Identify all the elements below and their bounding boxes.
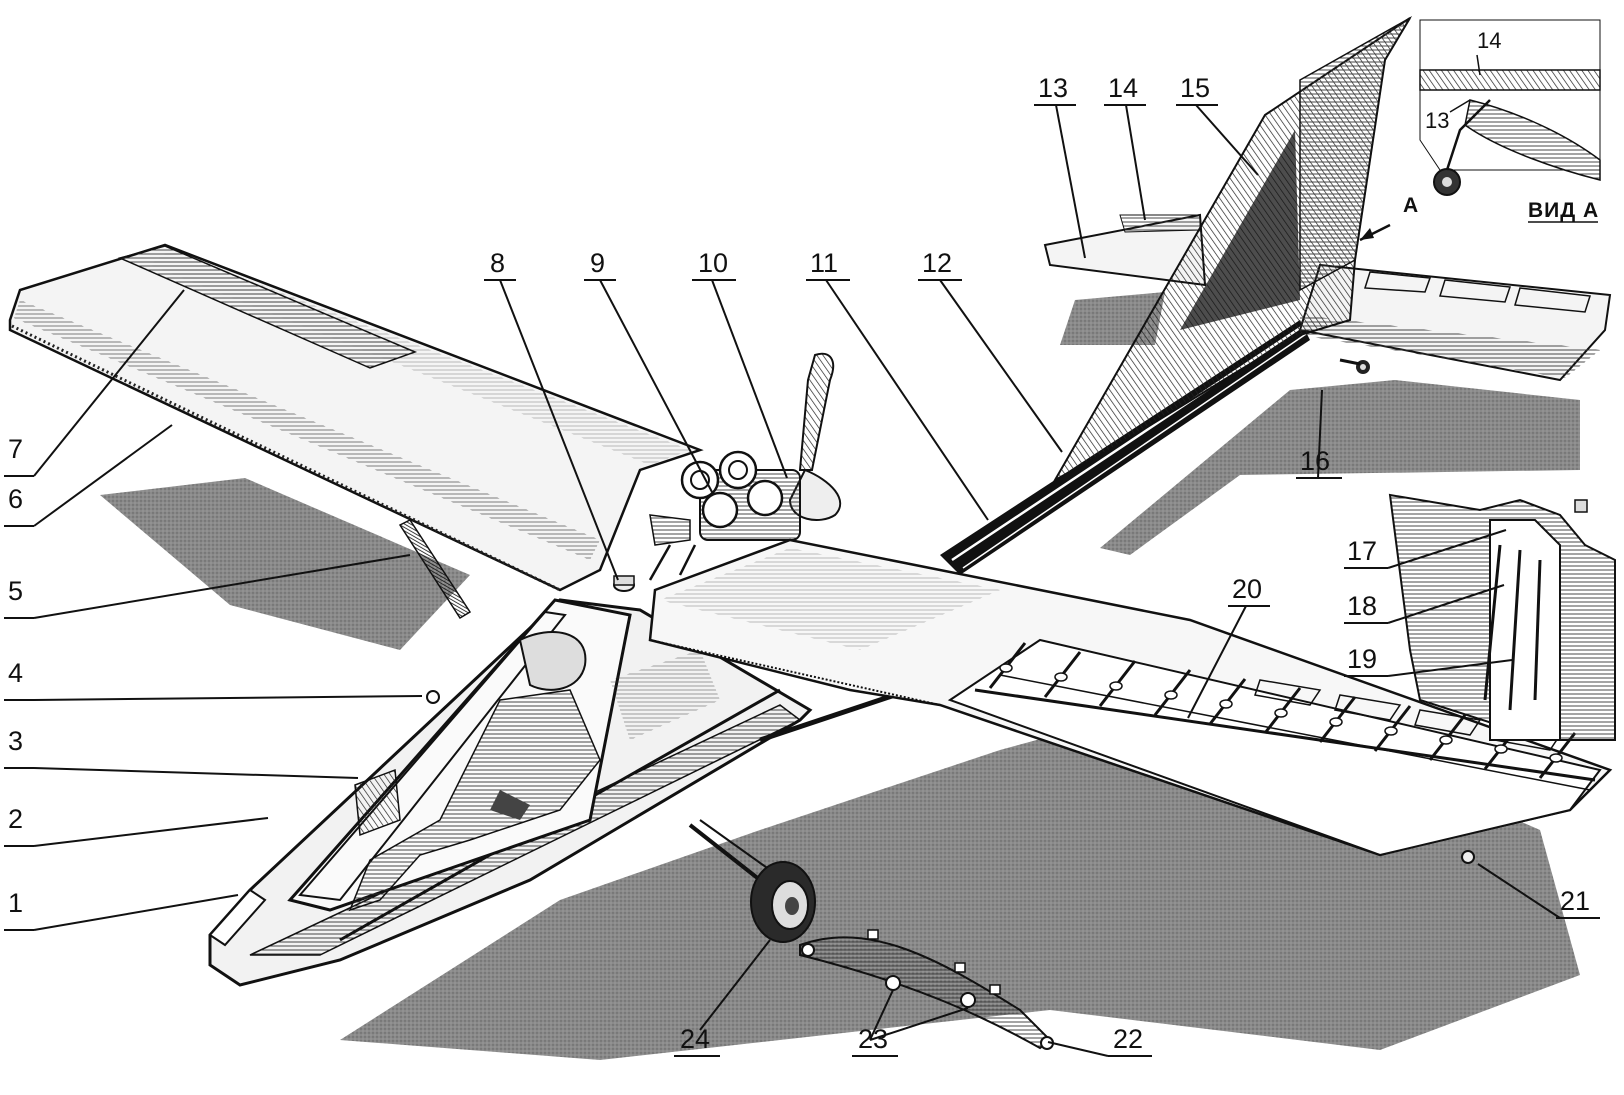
callout-label: 18 (1347, 591, 1377, 621)
callout-label: 23 (858, 1024, 888, 1054)
view-a-inset (1419, 19, 1601, 196)
rib-lightening-hole (999, 663, 1013, 673)
callout-leader (1055, 104, 1086, 259)
rib-lightening-hole (1384, 726, 1398, 736)
view-a-leader-13 (1449, 99, 1471, 113)
callout-leader (1387, 659, 1513, 677)
rib-lightening-hole (1494, 744, 1508, 754)
skid-part (799, 929, 1054, 1050)
left-wing (8, 243, 704, 592)
callout-label: 12 (922, 248, 952, 278)
callout-leader (599, 279, 713, 493)
callout-leader (699, 939, 771, 1031)
callout-label: 8 (490, 248, 505, 278)
fuselage (208, 598, 813, 987)
rib-lightening-hole (1439, 735, 1453, 745)
horizontal-stabilizer (1043, 213, 1612, 382)
callout-label: 22 (1113, 1024, 1143, 1054)
callout-leader (33, 424, 173, 527)
rib-lightening-hole (1164, 690, 1178, 700)
callout-leader (1387, 584, 1505, 624)
cable-inset (1388, 493, 1616, 741)
view-a-label-13: 13 (1425, 108, 1449, 133)
callout-leader (33, 695, 423, 701)
callout-label: 13 (1038, 73, 1068, 103)
callout-leader (33, 817, 269, 847)
rib-lightening-hole (1274, 708, 1288, 718)
right-wing (648, 538, 1613, 864)
callout-label: 9 (590, 248, 605, 278)
callout-label: 16 (1300, 446, 1330, 476)
engine-and-propeller (648, 352, 842, 581)
wing-strut (398, 519, 472, 620)
callout-leader (825, 279, 989, 521)
callout-label: 15 (1180, 73, 1210, 103)
callout-leader (1387, 529, 1507, 569)
callout-label: 19 (1347, 644, 1377, 674)
callout-leader (33, 554, 411, 619)
view-a-arrow-label: А (1403, 194, 1419, 217)
rib-lightening-hole (1549, 753, 1563, 763)
callout-label: 21 (1560, 886, 1590, 916)
callout-leader (1047, 1041, 1109, 1057)
view-a-arrowhead (1360, 228, 1374, 240)
callout-leader (1477, 863, 1561, 919)
view-a-label-14: 14 (1477, 28, 1501, 53)
callout-label: 5 (8, 576, 23, 606)
callout-label: 2 (8, 804, 23, 834)
view-a-leader-14 (1476, 54, 1481, 76)
callout-label: 10 (698, 248, 728, 278)
callout-label: 20 (1232, 574, 1262, 604)
callout-leader (33, 894, 239, 931)
view-a-title: ВИД А (1528, 199, 1599, 222)
callout-label: 11 (810, 248, 838, 278)
wingtip-light (1461, 850, 1475, 864)
rib-lightening-hole (1219, 699, 1233, 709)
callout-label: 6 (8, 484, 23, 514)
callout-label: 3 (8, 726, 23, 756)
rib-lightening-hole (1329, 717, 1343, 727)
callout-leader (499, 279, 619, 581)
callout-leader (939, 279, 1063, 453)
callout-leader (33, 289, 185, 477)
callout-leader (1187, 605, 1247, 719)
callout-label: 7 (8, 434, 23, 464)
tail-wheel (1339, 358, 1370, 374)
callout-label: 24 (680, 1024, 710, 1054)
fuel-cap (613, 575, 635, 592)
rib-lightening-hole (1054, 672, 1068, 682)
callout-label: 17 (1347, 536, 1377, 566)
rib-lightening-hole (1109, 681, 1123, 691)
callout-leader (1317, 389, 1323, 479)
callout-leader (711, 279, 788, 479)
vertical-fin (1052, 15, 1413, 483)
callout-leader (1125, 104, 1146, 221)
callout-leader (1195, 104, 1259, 176)
callout-label: 1 (8, 888, 23, 918)
callout-label: 4 (8, 658, 23, 688)
callout-label: 14 (1108, 73, 1138, 103)
callout-leader (869, 989, 969, 1041)
callout-leader (33, 767, 359, 779)
